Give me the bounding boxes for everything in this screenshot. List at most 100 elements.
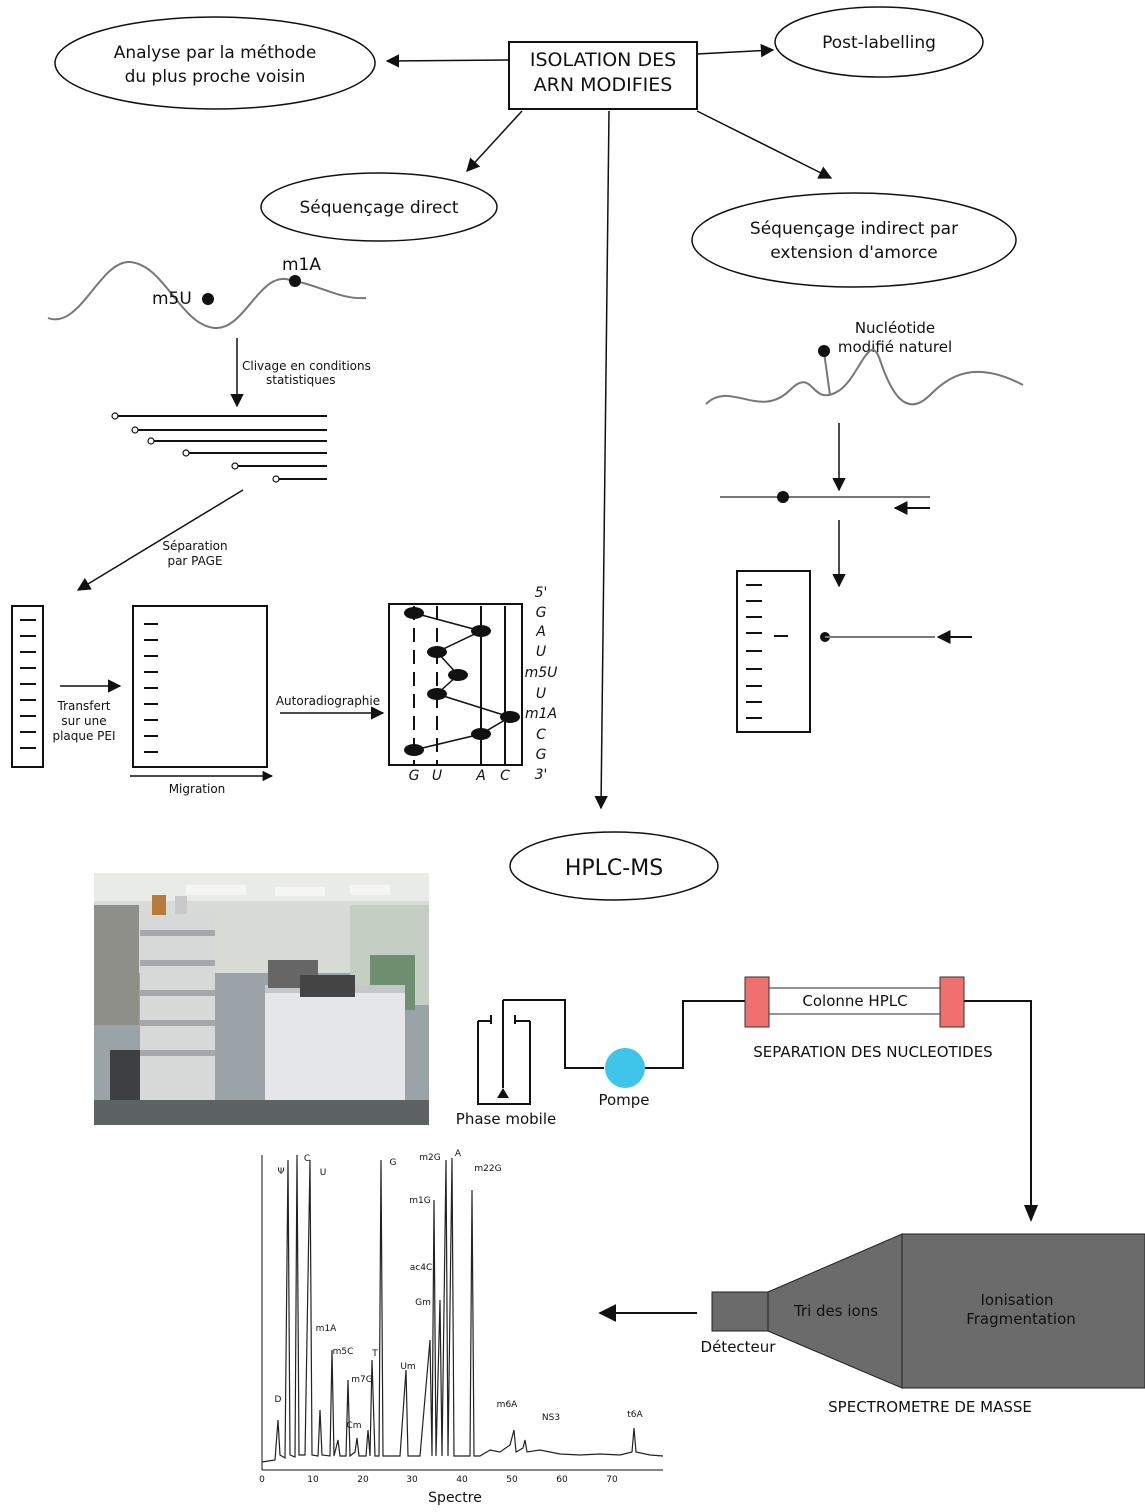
- svg-text:m5U: m5U: [525, 665, 558, 681]
- svg-text:70: 70: [606, 1475, 618, 1485]
- svg-text:U: U: [536, 686, 546, 702]
- hplc-lab-photo: [94, 873, 429, 1125]
- hplc-flow: Phase mobile Pompe Colonne HPLC SEPARATI…: [456, 976, 1038, 1222]
- svg-text:D: D: [275, 1395, 282, 1405]
- cleavage-label-2: statistiques: [266, 373, 336, 387]
- detector-label: Détecteur: [701, 1338, 777, 1356]
- spectrometer-label: SPECTROMETRE DE MASSE: [828, 1398, 1032, 1416]
- isolation-label-2: ARN MODIFIES: [534, 74, 673, 96]
- mobile-phase-label: Phase mobile: [456, 1110, 556, 1128]
- pei-plate: [11, 605, 44, 768]
- indirect-sequencing-label-2: extension d'amorce: [770, 243, 938, 263]
- pump-circle: [605, 1048, 645, 1088]
- svg-text:NS3: NS3: [542, 1413, 560, 1423]
- lane-label-a: A: [475, 768, 486, 784]
- spectrum-chart: 0 10 20 30 40 50 60 70 D Ψ C U m1A m5C T…: [259, 1149, 664, 1506]
- lane-label-u: U: [432, 768, 442, 784]
- indirect-gel: [736, 570, 811, 733]
- svg-text:m6A: m6A: [497, 1400, 518, 1410]
- svg-text:T: T: [371, 1349, 378, 1359]
- svg-text:t6A: t6A: [627, 1410, 643, 1420]
- arrow-to-post-labelling: [696, 43, 775, 58]
- svg-text:10: 10: [307, 1475, 319, 1485]
- spectrum-peak-labels: D Ψ C U m1A m5C T m7G Cm G Um m2G m1G ac…: [275, 1149, 644, 1431]
- svg-text:m1G: m1G: [409, 1196, 430, 1206]
- ionisation-label-1: Ionisation: [980, 1291, 1053, 1309]
- indirect-sequencing-panel: Nucléotide modifié naturel: [705, 319, 1024, 733]
- hplc-column: Colonne HPLC: [744, 976, 965, 1028]
- svg-text:G: G: [390, 1158, 397, 1168]
- natural-rna-strand: [705, 349, 1024, 406]
- separation-label-2: par PAGE: [167, 554, 222, 568]
- svg-text:m2G: m2G: [419, 1153, 440, 1163]
- natural-mod-label-1: Nucléotide: [855, 319, 935, 337]
- transfer-label-1: Transfert: [57, 699, 111, 713]
- ionisation-label-2: Fragmentation: [966, 1310, 1076, 1328]
- svg-text:m5C: m5C: [333, 1347, 354, 1357]
- direct-sequencing-node: Séquençage direct: [260, 172, 498, 242]
- post-labelling-label: Post-labelling: [822, 33, 936, 53]
- post-labelling-node: Post-labelling: [774, 6, 984, 78]
- svg-text:3': 3': [535, 767, 548, 783]
- svg-text:m1A: m1A: [316, 1324, 337, 1334]
- autoradiograph: G U A C 5' G A U m5U U m1A C G 3': [388, 585, 558, 784]
- svg-text:U: U: [320, 1168, 327, 1178]
- transfer-label-2: sur une: [61, 714, 106, 728]
- pump-label: Pompe: [598, 1091, 649, 1109]
- nearest-neighbor-node: Analyse par la méthode du plus proche vo…: [54, 16, 376, 110]
- migration-label: Migration: [169, 782, 226, 796]
- spectrum-title: Spectre: [428, 1490, 482, 1506]
- direct-sequencing-panel: m5U m1A Clivage en conditions statistiqu…: [11, 255, 558, 796]
- svg-text:G: G: [536, 605, 547, 621]
- svg-text:0: 0: [259, 1475, 265, 1485]
- arrow-to-direct-sequencing: [466, 110, 523, 172]
- svg-text:40: 40: [456, 1475, 468, 1485]
- arrow-to-hplc-ms: [594, 110, 610, 810]
- transfer-label-3: plaque PEI: [52, 729, 115, 743]
- autoradiography-label: Autoradiographie: [276, 694, 380, 708]
- indirect-sequencing-label-1: Séquençage indirect par: [750, 219, 958, 239]
- svg-text:m22G: m22G: [474, 1164, 501, 1174]
- lane-label-g: G: [409, 768, 420, 784]
- fragment-ladder: [111, 412, 327, 483]
- svg-text:C: C: [304, 1154, 310, 1164]
- rna-strand: [47, 260, 367, 330]
- lane-label-c: C: [500, 768, 510, 784]
- nearest-neighbor-label-2: du plus proche voisin: [125, 67, 306, 87]
- svg-text:Um: Um: [400, 1362, 415, 1372]
- nearest-neighbor-label-1: Analyse par la méthode: [114, 43, 317, 63]
- svg-text:30: 30: [406, 1475, 418, 1485]
- isolation-node: ISOLATION DES ARN MODIFIES: [508, 41, 698, 110]
- m5u-dot: [202, 293, 214, 305]
- mass-spectrometer: Tri des ions Ionisation Fragmentation Dé…: [701, 1233, 1145, 1416]
- svg-text:U: U: [536, 644, 546, 660]
- m5u-label: m5U: [152, 289, 192, 309]
- isolation-label-1: ISOLATION DES: [530, 49, 676, 71]
- svg-text:Gm: Gm: [415, 1298, 431, 1308]
- svg-text:Ψ: Ψ: [277, 1167, 284, 1177]
- svg-text:5': 5': [535, 585, 548, 601]
- column-label: Colonne HPLC: [802, 992, 907, 1010]
- svg-text:m1A: m1A: [525, 706, 557, 722]
- svg-text:m7G: m7G: [351, 1375, 372, 1385]
- svg-text:A: A: [455, 1149, 462, 1159]
- m1a-label: m1A: [282, 255, 321, 275]
- arrow-separation: [76, 489, 244, 591]
- separation-label-1: Séparation: [162, 539, 227, 553]
- svg-text:20: 20: [357, 1475, 369, 1485]
- m1a-dot: [289, 275, 301, 287]
- svg-text:ac4C: ac4C: [410, 1263, 432, 1273]
- main-arrows: [385, 43, 833, 810]
- spectrum-trace: [261, 1154, 664, 1463]
- direct-sequencing-label: Séquençage direct: [299, 198, 458, 218]
- arrow-to-nearest-neighbor: [385, 54, 510, 68]
- indirect-sequencing-node: Séquençage indirect par extension d'amor…: [691, 192, 1017, 288]
- svg-text:60: 60: [556, 1475, 568, 1485]
- svg-text:A: A: [535, 624, 546, 640]
- sequence-readout: 5' G A U m5U U m1A C G 3': [525, 585, 558, 783]
- hplc-ms-node: HPLC-MS: [509, 831, 719, 901]
- natural-mod-label-2: modifié naturel: [838, 338, 952, 356]
- ion-sorting-label: Tri des ions: [793, 1302, 878, 1320]
